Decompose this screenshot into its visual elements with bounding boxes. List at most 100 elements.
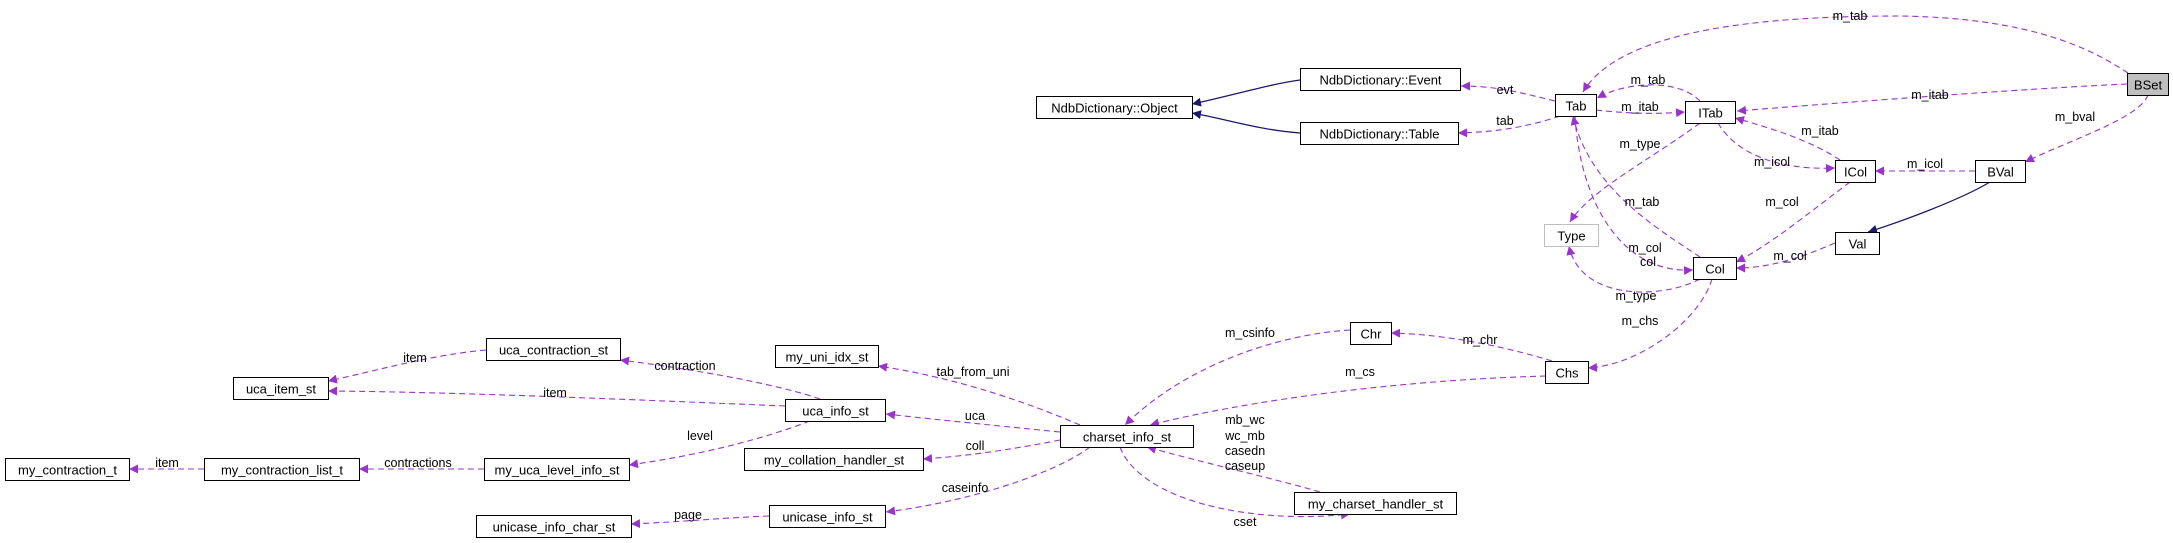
node-uca-contraction-st[interactable]: uca_contraction_st [486, 338, 621, 361]
node-label: NdbDictionary::Event [1319, 73, 1441, 88]
node-box [1300, 68, 1461, 91]
node-label: Val [1849, 237, 1867, 252]
node-col[interactable]: Col [1693, 257, 1737, 280]
node-chr[interactable]: Chr [1350, 322, 1392, 345]
edge-charset_info_st-to-uca_info_st [885, 410, 1061, 433]
node-chs[interactable]: Chs [1545, 361, 1589, 384]
edge-tab-to-itab [1595, 108, 1686, 118]
node-box [2127, 73, 2169, 96]
node-box [1835, 232, 1880, 255]
node-my-collation-handler-st[interactable]: my_collation_handler_st [744, 448, 924, 471]
node-label: Col [1705, 262, 1725, 277]
edge-label-item: item [543, 386, 567, 400]
node-label: my_contraction_list_t [221, 463, 343, 478]
node-ndb-event[interactable]: NdbDictionary::Event [1300, 68, 1461, 91]
node-label: Type [1557, 229, 1585, 244]
edge-label-m-icol: m_icol [1907, 157, 1943, 171]
node-my-charset-handler-st[interactable]: my_charset_handler_st [1294, 492, 1457, 515]
node-label: unicase_info_char_st [493, 520, 616, 535]
node-box [769, 505, 886, 528]
node-label: BSet [2134, 78, 2163, 93]
node-my-uca-level-info-st[interactable]: my_uca_level_info_st [484, 458, 630, 481]
node-ndb-object[interactable]: NdbDictionary::Object [1036, 96, 1193, 119]
edge-chr-to-charset_info_st [1124, 329, 1351, 426]
edge-uca_info_st-to-uca_item_st [327, 386, 786, 407]
node-box [1975, 160, 2026, 183]
edges-layer [129, 15, 2149, 529]
node-box [1036, 96, 1193, 119]
edge-label-page: page [674, 508, 702, 522]
node-label: Chs [1555, 366, 1579, 381]
node-charset-info-st[interactable]: charset_info_st [1060, 425, 1194, 448]
node-label: my_collation_handler_st [764, 453, 905, 468]
node-bset[interactable]: BSet [2127, 73, 2169, 96]
node-label: uca_contraction_st [499, 343, 609, 358]
edge-label-level: level [687, 429, 713, 443]
edge-bval-to-val [1867, 181, 1991, 234]
edge-label-contractions: contractions [384, 456, 451, 470]
edge-label-mb-wc: mb_wc [1225, 413, 1265, 427]
node-ndb-table[interactable]: NdbDictionary::Table [1300, 122, 1459, 145]
edge-chs-to-charset_info_st [1149, 375, 1547, 428]
edge-label-m-type: m_type [1616, 289, 1657, 303]
node-label: uca_item_st [246, 382, 316, 397]
node-my-contraction-list-t[interactable]: my_contraction_list_t [204, 458, 360, 481]
node-box [204, 458, 360, 481]
edge-label-m-col: m_col [1765, 195, 1798, 209]
node-label: my_charset_handler_st [1308, 497, 1444, 512]
node-uca-info-st[interactable]: uca_info_st [785, 399, 886, 422]
edge-ndb_table-to-ndb_object [1191, 110, 1301, 134]
edge-label-item: item [403, 351, 427, 365]
edge-tab-to-ndb_event [1460, 81, 1556, 102]
node-box [476, 515, 632, 538]
edge-label-coll: coll [966, 439, 985, 453]
edge-col-to-type [1566, 245, 1701, 293]
edge-label-m-itab: m_itab [1621, 100, 1659, 114]
node-bval[interactable]: BVal [1975, 160, 2026, 183]
edge-tab-to-col [1574, 115, 1694, 275]
node-my-contraction-t[interactable]: my_contraction_t [5, 458, 130, 481]
node-label: NdbDictionary::Table [1320, 127, 1440, 142]
edge-ndb_event-to-ndb_object [1191, 79, 1301, 107]
edge-icol-to-col [1735, 181, 1851, 263]
edge-bset-to-bval [2024, 94, 2149, 163]
edge-label-item: item [155, 456, 179, 470]
edge-label-m-tab: m_tab [1631, 73, 1666, 87]
edge-charset_info_st-to-my_charset_handler_st [1119, 446, 1351, 520]
edge-label-casedn: casedn [1225, 444, 1265, 458]
node-label: BVal [1987, 165, 2014, 180]
node-box [484, 458, 630, 481]
edge-label-contraction: contraction [654, 359, 715, 373]
edge-my_charset_handler_st-to-charset_info_st [1146, 445, 1321, 493]
node-box [1294, 492, 1457, 515]
node-label: ITab [1698, 106, 1723, 121]
edge-labels-layer: m_tabm_itabm_bvalevttabm_tabm_itabm_itab… [155, 9, 2095, 529]
edge-col-to-chs [1587, 278, 1713, 372]
node-unicase-info-char-st[interactable]: unicase_info_char_st [476, 515, 632, 538]
node-unicase-info-st[interactable]: unicase_info_st [769, 505, 886, 528]
edge-label-m-csinfo: m_csinfo [1225, 326, 1275, 340]
node-icol[interactable]: ICol [1835, 160, 1876, 183]
node-label: my_contraction_t [18, 463, 117, 478]
node-box [1555, 94, 1597, 117]
edge-label-m-itab: m_itab [1911, 88, 1949, 102]
edge-itab-to-tab [1596, 84, 1701, 102]
node-label: my_uca_level_info_st [494, 463, 619, 478]
node-my-uni-idx-st[interactable]: my_uni_idx_st [775, 345, 879, 368]
node-box [744, 448, 924, 471]
node-box [1693, 257, 1737, 280]
node-itab[interactable]: ITab [1685, 101, 1736, 124]
node-label: Chr [1361, 327, 1383, 342]
node-box [1060, 425, 1194, 448]
node-label: unicase_info_st [782, 510, 873, 525]
node-val[interactable]: Val [1835, 232, 1880, 255]
node-type[interactable]: Type [1544, 224, 1599, 247]
node-uca-item-st[interactable]: uca_item_st [233, 377, 329, 400]
node-label: NdbDictionary::Object [1051, 101, 1178, 116]
edge-itab-to-icol [1717, 122, 1836, 173]
node-tab[interactable]: Tab [1555, 94, 1597, 117]
edge-label-tab-from-uni: tab_from_uni [937, 365, 1010, 379]
node-box [1300, 122, 1459, 145]
